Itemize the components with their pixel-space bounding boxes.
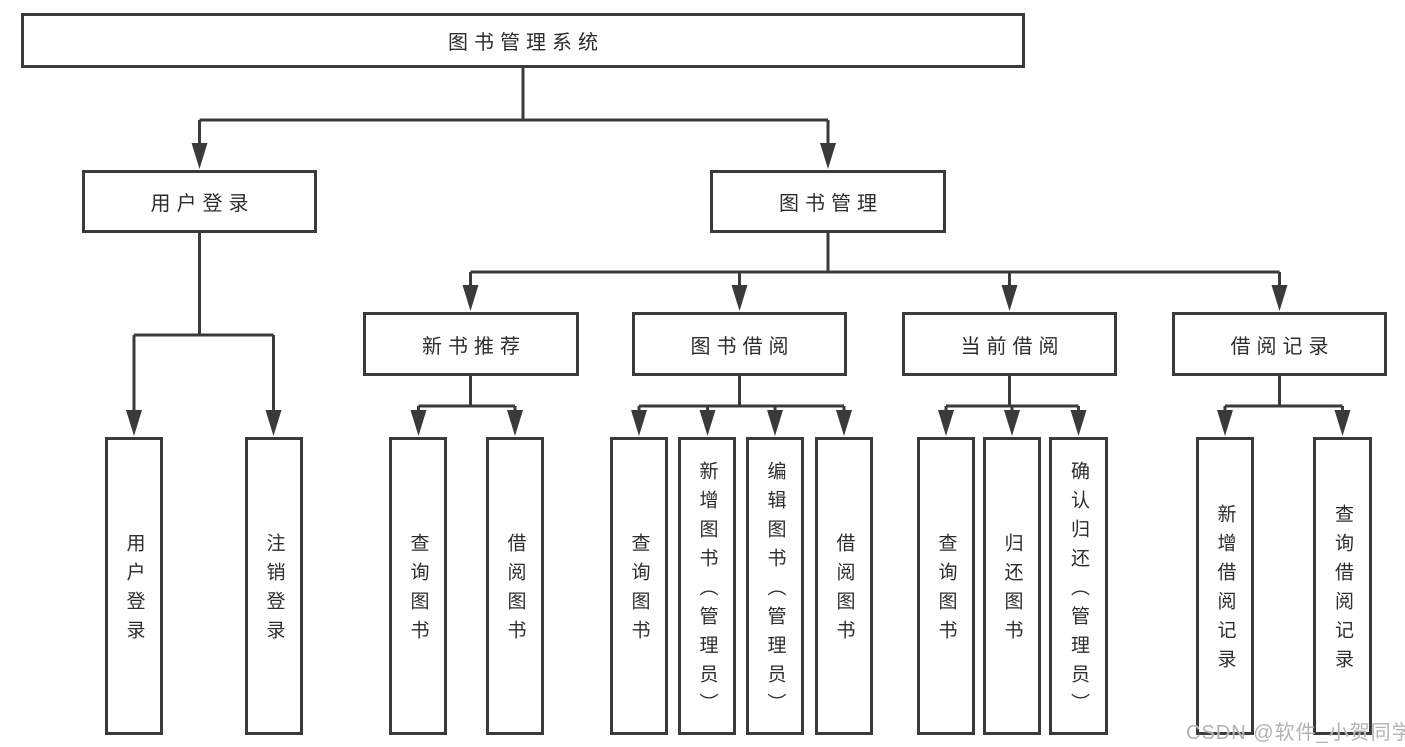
node-current-borrowing-label: 当前借阅 xyxy=(960,335,1065,358)
node-borrowing-records-label: 借阅记录 xyxy=(1230,335,1335,358)
leaf-borrow-books: 借阅图书 xyxy=(815,437,873,735)
leaf-query-books-current: 查询图书 xyxy=(917,437,975,735)
leaf-logout-login-label: 注销登录 xyxy=(263,533,285,649)
leaf-query-borrow-record: 查询借阅记录 xyxy=(1313,437,1372,735)
leaf-query-books-borrowing-label: 查询图书 xyxy=(628,533,650,649)
csdn-watermark: CSDN @软件_小贺同学 xyxy=(1186,722,1405,744)
node-new-book-recommendation: 新书推荐 xyxy=(363,312,579,376)
node-user-login: 用户登录 xyxy=(82,170,317,233)
node-library-system: 图书管理系统 xyxy=(21,13,1025,68)
node-book-borrowing: 图书借阅 xyxy=(632,312,847,376)
node-library-system-label: 图书管理系统 xyxy=(448,32,604,54)
leaf-query-borrow-record-label: 查询借阅记录 xyxy=(1332,504,1353,678)
node-book-management: 图书管理 xyxy=(710,170,946,233)
leaf-edit-book-admin: 编辑图书（管理员） xyxy=(746,437,804,735)
node-current-borrowing: 当前借阅 xyxy=(902,312,1117,376)
leaf-query-books-recommend: 查询图书 xyxy=(389,437,447,735)
leaf-user-login-label: 用户登录 xyxy=(123,533,145,649)
leaf-borrow-books-label: 借阅图书 xyxy=(833,533,855,649)
leaf-add-borrow-record: 新增借阅记录 xyxy=(1196,437,1254,735)
leaf-add-borrow-record-label: 新增借阅记录 xyxy=(1214,504,1236,678)
leaf-logout-login: 注销登录 xyxy=(245,437,303,735)
leaf-query-books-recommend-label: 查询图书 xyxy=(407,533,429,649)
leaf-return-books-label: 归还图书 xyxy=(1001,533,1023,649)
node-book-management-label: 图书管理 xyxy=(779,193,883,215)
leaf-query-books-borrowing: 查询图书 xyxy=(610,437,668,735)
leaf-user-login: 用户登录 xyxy=(105,437,163,735)
leaf-edit-book-admin-label: 编辑图书（管理员） xyxy=(764,460,786,722)
leaf-confirm-return-admin: 确认归还（管理员） xyxy=(1049,437,1108,735)
leaf-borrow-books-recommend-label: 借阅图书 xyxy=(504,533,526,649)
node-book-borrowing-label: 图书借阅 xyxy=(690,335,795,358)
leaf-add-book-admin-label: 新增图书（管理员） xyxy=(696,460,718,722)
leaf-query-books-current-label: 查询图书 xyxy=(935,533,957,649)
node-user-login-label: 用户登录 xyxy=(150,193,255,215)
leaf-return-books: 归还图书 xyxy=(983,437,1041,735)
node-new-book-recommendation-label: 新书推荐 xyxy=(422,335,526,358)
leaf-add-book-admin: 新增图书（管理员） xyxy=(678,437,736,735)
leaf-borrow-books-recommend: 借阅图书 xyxy=(486,437,544,735)
leaf-confirm-return-admin-label: 确认归还（管理员） xyxy=(1068,460,1089,722)
node-borrowing-records: 借阅记录 xyxy=(1172,312,1387,376)
